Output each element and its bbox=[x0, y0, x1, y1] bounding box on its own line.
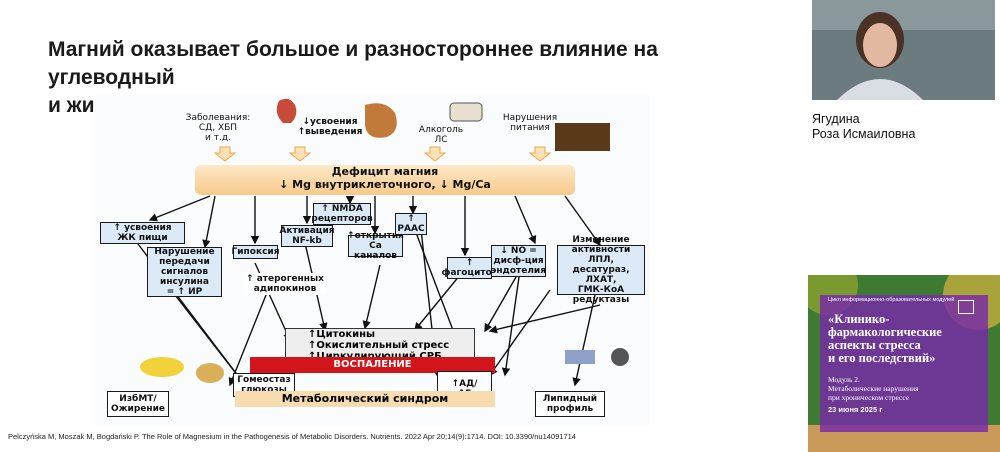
intestine-icon bbox=[365, 103, 397, 138]
expand-icon[interactable] bbox=[958, 300, 974, 314]
stress-crp: ↑Циркулирующий СРБ bbox=[308, 351, 474, 362]
box-hypoxia: Гипоксия bbox=[231, 245, 280, 259]
magnesium-pathway-diagram: Заболевания: СД, ХБП и т.д. ↓усвоения ↑в… bbox=[95, 95, 650, 425]
box-nfkb-activation: Активация NF-kb bbox=[279, 225, 335, 247]
magnesium-deficit-box: Дефицит магния ↓ Mg внутриклеточного, ↓ … bbox=[195, 165, 575, 195]
box-calcium-channels: ↑открытия Ca каналов bbox=[347, 231, 404, 261]
deficit-title: Дефицит магния bbox=[331, 165, 439, 178]
box-phagocytes: ↑ фагоцитов bbox=[441, 257, 498, 279]
cause-absorption: ↓усвоения ↑выведения bbox=[297, 117, 363, 137]
blood-pressure-icon bbox=[565, 350, 595, 364]
cause-arrows bbox=[213, 146, 552, 162]
promo-title: «Клинико- фармакологические аспекты стре… bbox=[828, 312, 942, 365]
box-obesity: ИзбМТ/ Ожирение bbox=[107, 391, 169, 417]
box-adipokines: ↑ атерогенных адипокинов bbox=[245, 273, 325, 295]
slide-title-line-1: Магний оказывает большое и разносторонне… bbox=[48, 38, 658, 89]
pancreas-icon bbox=[196, 363, 224, 383]
box-fatty-acid-absorption: ↑ усвоения ЖК пищи bbox=[100, 222, 185, 244]
promo-series-label: Цикл информационно-образовательных модул… bbox=[828, 297, 955, 303]
stress-oxidative: ↑Окислительный стресс bbox=[308, 340, 450, 351]
speaker-name: Ягудина Роза Исмаиловна bbox=[812, 112, 915, 142]
deficit-subtitle: ↓ Mg внутриклеточного, ↓ Mg/Ca bbox=[279, 178, 491, 191]
box-lipid-profile: Липидный профиль bbox=[535, 391, 605, 417]
module-promo-banner: Цикл информационно-образовательных модул… bbox=[808, 275, 1000, 452]
box-raas: ↑ РААС bbox=[395, 213, 427, 235]
inflammation-bar: ВОСПАЛЕНИЕ bbox=[250, 357, 495, 373]
speaker-video-frame bbox=[812, 0, 995, 100]
kidney-icon bbox=[276, 98, 297, 123]
blood-vessel-icon bbox=[611, 348, 629, 366]
cause-alcohol-drugs: Алкоголь ЛС bbox=[418, 125, 464, 145]
junk-food-icon bbox=[555, 123, 610, 151]
stress-cytokines: ↑Цитокины bbox=[308, 329, 376, 340]
box-nitric-oxide: ↓ NO = дисф-ция эндотелия bbox=[491, 245, 547, 277]
box-insulin-signaling: Нарушение передачи сигналов инсулина = ↑… bbox=[147, 247, 222, 297]
box-nmda-receptors: ↑ NMDA рецепторов bbox=[311, 203, 373, 225]
cause-diseases: Заболевания: СД, ХБП и т.д. bbox=[185, 113, 251, 143]
illustration-icons bbox=[140, 98, 629, 383]
diagram-arrows bbox=[134, 98, 629, 387]
promo-module-label: Модуль 2. Метаболические нарушения при х… bbox=[828, 375, 919, 402]
cause-nutrition: Нарушения питания bbox=[502, 113, 558, 133]
citation: Pelczyńska M, Moszak M, Bogdański P. The… bbox=[8, 432, 576, 441]
speaker-surname: Ягудина bbox=[812, 112, 860, 126]
presentation-slide: Магний оказывает большое и разносторонне… bbox=[8, 38, 658, 441]
box-lipid-enzymes: Изменение активности ЛПЛ, десатураз, ЛХА… bbox=[557, 235, 645, 305]
oxidative-stress-box: ↑Цитокины ↑Окислительный стресс ↑Циркули… bbox=[285, 328, 475, 362]
promo-overlay bbox=[820, 295, 988, 432]
speaker-given-names: Роза Исмаиловна bbox=[812, 127, 916, 141]
alcohol-pills-icon bbox=[449, 102, 483, 122]
speaker-video[interactable] bbox=[812, 0, 995, 100]
metabolic-syndrome-bar: Метаболический синдром bbox=[235, 391, 495, 407]
fat-cells-icon bbox=[140, 357, 184, 377]
promo-date: 23 июня 2025 г bbox=[828, 405, 883, 414]
